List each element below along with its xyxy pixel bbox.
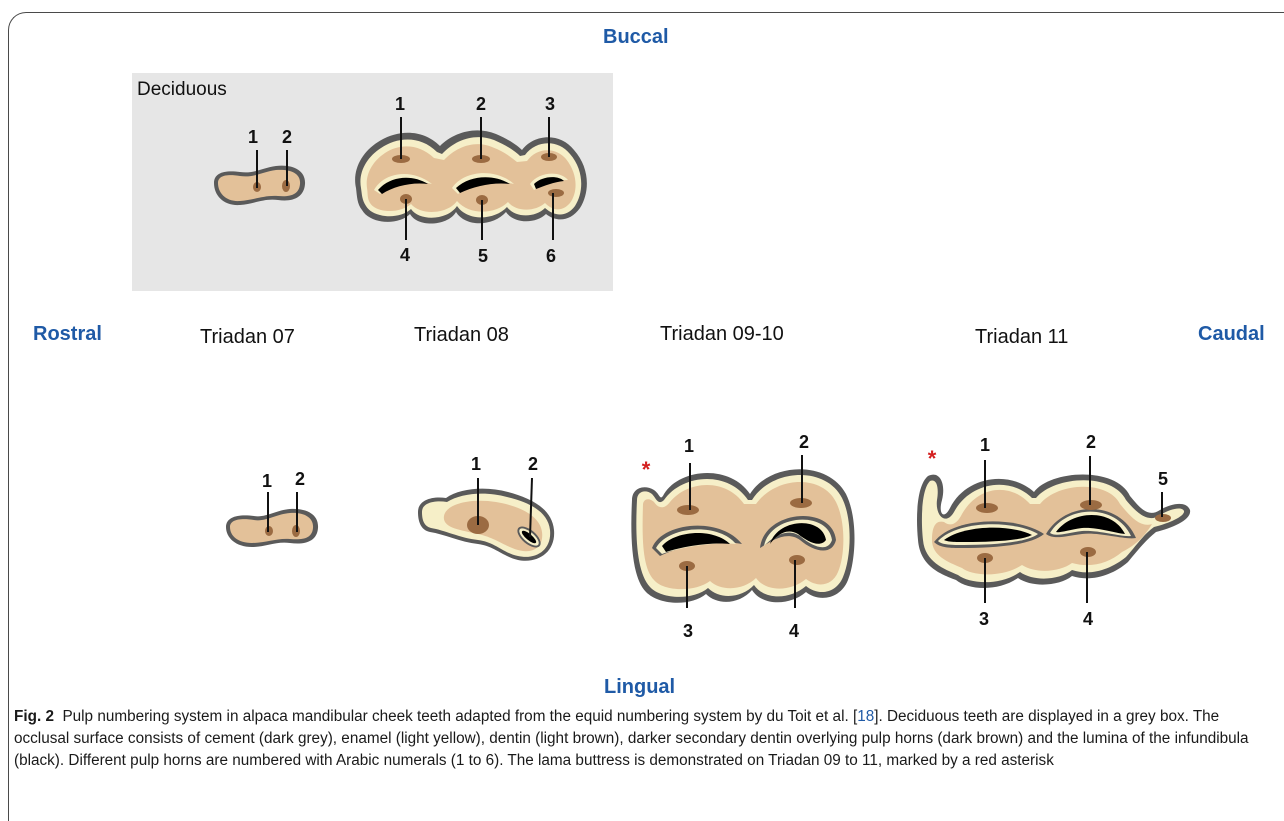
triadan-07-tooth <box>226 492 318 547</box>
pulp-number: 1 <box>395 94 405 114</box>
pulp-number: 5 <box>1158 469 1168 489</box>
deciduous-small-tooth <box>214 150 305 205</box>
lama-buttress-asterisk: * <box>928 446 937 471</box>
pulp-number: 5 <box>478 246 488 266</box>
pulp-number: 1 <box>684 436 694 456</box>
caption-text-1: Pulp numbering system in alpaca mandibul… <box>62 708 857 725</box>
lama-buttress-asterisk: * <box>642 457 651 482</box>
deciduous-large-tooth <box>355 117 587 240</box>
figure-caption: Fig. 2 Pulp numbering system in alpaca m… <box>14 706 1276 772</box>
pulp-number: 2 <box>282 127 292 147</box>
triadan-11-tooth <box>917 456 1190 603</box>
pulp-number: 3 <box>683 621 693 641</box>
pulp-number: 2 <box>528 454 538 474</box>
pulp-number: 1 <box>980 435 990 455</box>
pulp-number: 1 <box>248 127 258 147</box>
tooth-diagrams: .cem { fill: #5a5a5a; } .ena { fill: #f6… <box>0 0 1284 700</box>
pulp-number: 1 <box>262 471 272 491</box>
pulp-number: 6 <box>546 246 556 266</box>
pulp-number: 3 <box>979 609 989 629</box>
pulp-number: 4 <box>400 245 410 265</box>
pulp-number: 2 <box>799 432 809 452</box>
reference-link[interactable]: 18 <box>857 708 874 725</box>
figure-label: Fig. 2 <box>14 708 54 725</box>
pulp-number: 4 <box>1083 609 1093 629</box>
pulp-number: 1 <box>471 454 481 474</box>
pulp-number: 2 <box>295 469 305 489</box>
triadan-09-10-tooth <box>631 455 854 608</box>
triadan-08-tooth <box>418 478 554 561</box>
pulp-number: 4 <box>789 621 799 641</box>
pulp-number: 3 <box>545 94 555 114</box>
pulp-number: 2 <box>1086 432 1096 452</box>
pulp-number: 2 <box>476 94 486 114</box>
